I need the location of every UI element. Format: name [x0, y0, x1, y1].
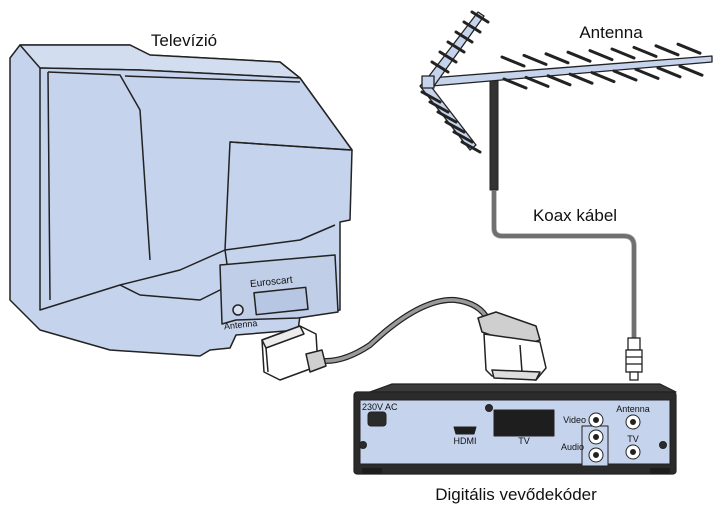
antenna-reflector-rod: [452, 130, 474, 144]
antenna-director-rod: [500, 55, 526, 68]
antenna-reflector-rod: [454, 30, 474, 44]
antenna-reflector-rod: [438, 50, 458, 64]
coax-label: Koax kábel: [533, 206, 617, 225]
antenna-director-rod: [634, 67, 660, 80]
antenna-director-rod: [590, 71, 616, 84]
decoder: [353, 383, 677, 475]
antenna-director-rod: [656, 66, 682, 79]
antenna-reflector-rod: [462, 20, 482, 34]
antenna-director-rod: [588, 49, 614, 62]
television: [9, 44, 353, 357]
decoder-label: Digitális vevődekóder: [435, 485, 597, 504]
antenna-director-rod: [632, 45, 658, 58]
antenna-reflector-rod: [470, 10, 490, 24]
antenna-reflector-rod: [428, 100, 450, 114]
scart-plug-decoder: [477, 311, 547, 381]
decoder-hdmi-label: HDMI: [454, 436, 477, 446]
antenna-director-rod: [678, 64, 704, 77]
decoder-tv-out-label: TV: [627, 434, 639, 444]
antenna-director-rod: [522, 53, 548, 66]
decoder-tv-scart-label: TV: [518, 436, 530, 446]
tv-label: Televízió: [151, 31, 217, 50]
antenna-elements: [420, 10, 704, 154]
scart-cable: [315, 296, 491, 364]
antenna-reflector-rod: [436, 110, 458, 124]
antenna-director-rod: [612, 69, 638, 82]
antenna-director-rod: [524, 75, 550, 88]
antenna-label: Antenna: [579, 23, 643, 42]
antenna-director-rod: [546, 74, 572, 87]
antenna-director-rod: [568, 72, 594, 85]
tv-antenna-label: Antenna: [223, 318, 257, 331]
decoder-antenna-label: Antenna: [616, 404, 650, 414]
antenna-reflector-rod: [444, 120, 466, 134]
antenna-director-rod: [654, 44, 680, 57]
coax-cable: [492, 190, 636, 340]
antenna-reflector-rod: [446, 40, 466, 54]
scart-plug-tv: [261, 325, 327, 381]
antenna-director-rod: [566, 50, 592, 63]
antenna-director-rod: [502, 77, 528, 90]
coax-connector: [625, 337, 643, 381]
decoder-video-label: Video: [563, 415, 586, 425]
antenna-reflector-rod: [430, 60, 450, 74]
antenna: [419, 11, 713, 191]
antenna-director-rod: [610, 47, 636, 60]
antenna-director-rod: [676, 42, 702, 55]
tv-euroscart-label: Euroscart: [249, 275, 293, 290]
decoder-power-label: 230V AC: [362, 402, 398, 412]
decoder-audio-label: Audio: [561, 442, 584, 452]
antenna-reflector-rod: [420, 90, 442, 104]
antenna-reflector-rod: [460, 140, 482, 154]
antenna-director-rod: [544, 52, 570, 65]
